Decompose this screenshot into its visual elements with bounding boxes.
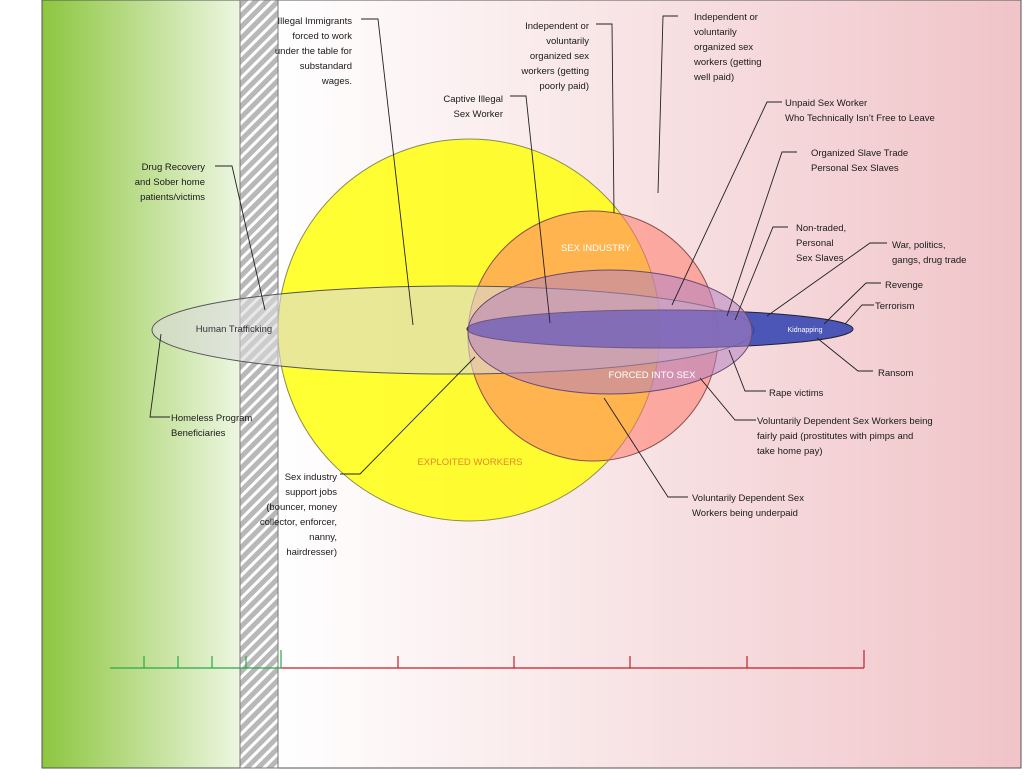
- annotation-line: Sex industry: [285, 472, 338, 483]
- leader-support-jobs: [340, 356, 476, 475]
- annot-rape: Rape victims: [769, 388, 824, 399]
- annot-terrorism: Terrorism: [875, 301, 915, 312]
- label-exploited-workers: EXPLOITED WORKERS: [417, 457, 522, 468]
- leader-vol-fair: [699, 377, 756, 421]
- annotation-line: organized sex: [694, 42, 753, 53]
- annotation-line: voluntarily: [546, 36, 589, 47]
- annotation-line: poorly paid): [539, 81, 589, 92]
- annotation-line: under the table for: [275, 46, 352, 57]
- leader-homeless: [149, 333, 170, 418]
- annotation-line: gangs, drug trade: [892, 255, 966, 266]
- leader-slave-trade: [726, 151, 797, 317]
- annotation-line: Rape victims: [769, 388, 824, 399]
- annotation-line: forced to work: [292, 31, 352, 42]
- annotation-line: War, politics,: [892, 240, 946, 251]
- leader-vol-under: [603, 397, 688, 498]
- annotation-line: Unpaid Sex Worker: [785, 98, 867, 109]
- annotation-line: Sex Slaves: [796, 253, 844, 264]
- annotation-line: Illegal Immigrants: [278, 16, 353, 27]
- annotation-line: Organized Slave Trade: [811, 148, 908, 159]
- annotation-line: Independent or: [694, 12, 758, 23]
- leader-drug-recovery: [215, 165, 266, 311]
- annotation-line: Ransom: [878, 368, 913, 379]
- label-sex-industry: SEX INDUSTRY: [561, 243, 632, 254]
- annotation-line: well paid): [693, 72, 734, 83]
- annotation-line: (bouncer, money: [266, 502, 337, 513]
- label-forced-into-sex: FORCED INTO SEX: [609, 370, 697, 381]
- annot-war: War, politics, gangs, drug trade: [892, 240, 966, 266]
- leader-indep-well: [657, 15, 678, 194]
- annotation-line: organized sex: [530, 51, 589, 62]
- annotations: Illegal Immigrants forced to work under th…: [135, 12, 967, 558]
- spectrum-scale: [110, 650, 865, 669]
- annotation-line: Who Technically Isn’t Free to Leave: [785, 113, 935, 124]
- annotation-line: Captive Illegal: [443, 94, 503, 105]
- label-human-trafficking: Human Trafficking: [196, 324, 272, 335]
- leader-unpaid: [671, 101, 782, 306]
- annotation-line: patients/victims: [140, 192, 205, 203]
- leader-war: [766, 242, 887, 317]
- annot-ransom: Ransom: [878, 368, 913, 379]
- annotation-line: Sex Worker: [454, 109, 503, 120]
- annot-support-jobs: Sex industry support jobs (bouncer, money c…: [260, 472, 337, 558]
- annotation-line: Personal Sex Slaves: [811, 163, 899, 174]
- annotation-line: hairdresser): [286, 547, 337, 558]
- annotation-line: workers (getting: [520, 66, 589, 77]
- forced-into-sex-ellipse: [467, 269, 753, 395]
- hatched-barrier: [239, 0, 279, 769]
- annotation-line: Beneficiaries: [171, 428, 226, 439]
- annotation-line: and Sober home: [135, 177, 205, 188]
- annotation-line: substandard: [300, 61, 352, 72]
- leader-rape: [728, 349, 766, 392]
- leader-non-traded: [734, 226, 788, 321]
- annotation-line: Independent or: [525, 21, 589, 32]
- annotation-line: take home pay): [757, 446, 822, 457]
- annot-illegal-immigrants: Illegal Immigrants forced to work under th…: [275, 16, 352, 87]
- leader-revenge: [823, 282, 881, 325]
- annotation-line: collector, enforcer,: [260, 517, 337, 528]
- leader-terrorism: [844, 304, 874, 325]
- annot-drug-recovery: Drug Recovery and Sober home patients/vict…: [135, 162, 205, 203]
- annot-vol-fair: Voluntarily Dependent Sex Workers being f…: [757, 416, 933, 457]
- leader-ransom: [816, 337, 873, 372]
- leader-illegal-immigrants: [361, 18, 414, 326]
- leader-lines: [149, 15, 887, 498]
- annot-revenge: Revenge: [885, 280, 923, 291]
- annotation-line: voluntarily: [694, 27, 737, 38]
- annotation-line: Workers being underpaid: [692, 508, 798, 519]
- label-kidnapping: Kidnapping: [787, 327, 822, 334]
- annotation-line: Revenge: [885, 280, 923, 291]
- annotation-line: Voluntarily Dependent Sex: [692, 493, 804, 504]
- leader-captive: [510, 95, 551, 324]
- annotation-line: wages.: [321, 76, 352, 87]
- leader-indep-poor: [596, 23, 615, 214]
- annot-indep-well: Independent or voluntarily organized sex wo…: [693, 12, 762, 83]
- annot-indep-poor: Independent or voluntarily organized sex wo…: [520, 21, 589, 92]
- annotation-line: fairly paid (prostitutes with pimps and: [757, 431, 913, 442]
- annotation-line: Personal: [796, 238, 834, 249]
- annotation-line: nanny,: [309, 532, 337, 543]
- annotation-line: Drug Recovery: [142, 162, 206, 173]
- annotation-line: support jobs: [285, 487, 337, 498]
- annotation-line: Voluntarily Dependent Sex Workers being: [757, 416, 933, 427]
- annotation-line: Terrorism: [875, 301, 915, 312]
- annotation-line: Non-traded,: [796, 223, 846, 234]
- annotation-line: workers (getting: [693, 57, 762, 68]
- annotation-line: Homeless Program: [171, 413, 252, 424]
